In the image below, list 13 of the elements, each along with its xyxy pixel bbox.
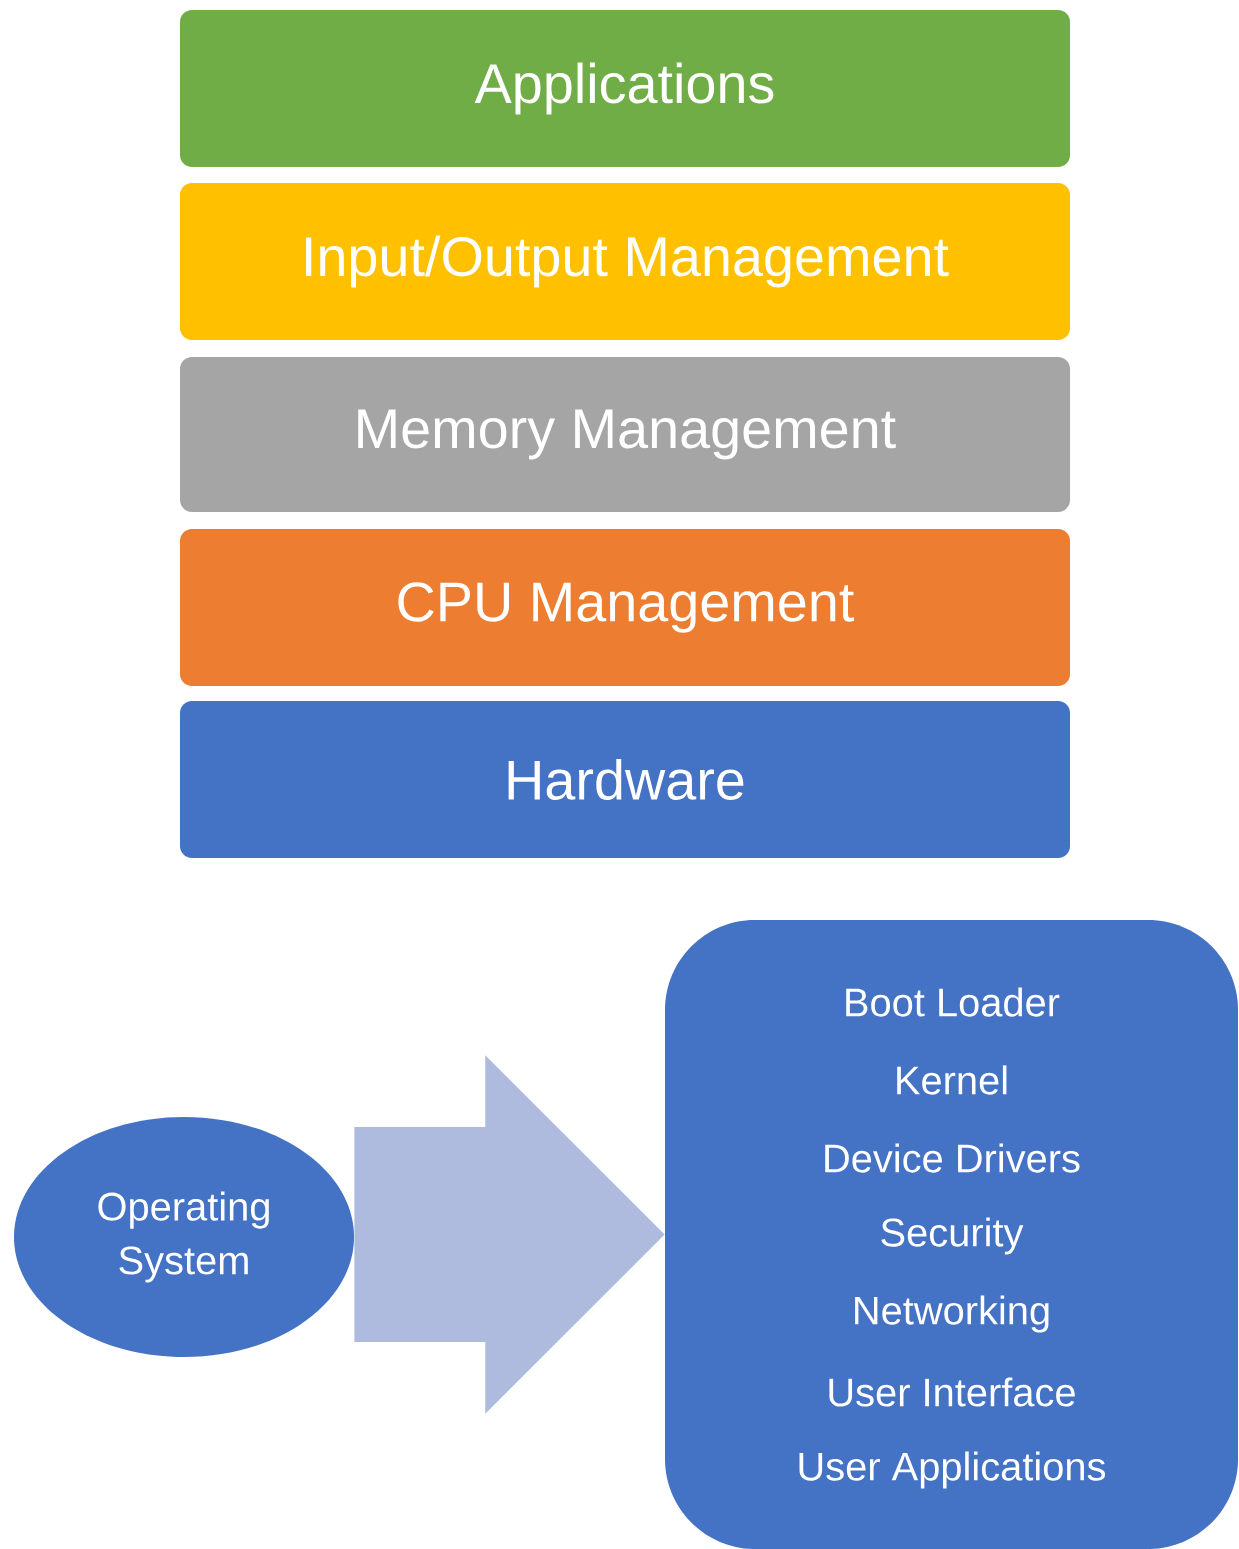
list-item: Networking bbox=[855, 1295, 1049, 1333]
list-item: User Applications bbox=[799, 1451, 1105, 1489]
layer-band: Memory Management bbox=[180, 357, 1070, 512]
layer-band: CPU Management bbox=[180, 529, 1070, 686]
list-item: Security bbox=[881, 1217, 1024, 1255]
list-item: Device Drivers bbox=[825, 1143, 1080, 1173]
block-arrow bbox=[354, 1055, 665, 1414]
layer-band: Hardware bbox=[180, 701, 1070, 858]
layer-band: Input/Output Management bbox=[180, 183, 1070, 340]
list-item: Kernel bbox=[897, 1065, 1007, 1095]
list-item: Boot Loader bbox=[846, 987, 1060, 1017]
list-item: User Interface bbox=[829, 1377, 1075, 1407]
layer-band: Applications bbox=[180, 10, 1070, 167]
